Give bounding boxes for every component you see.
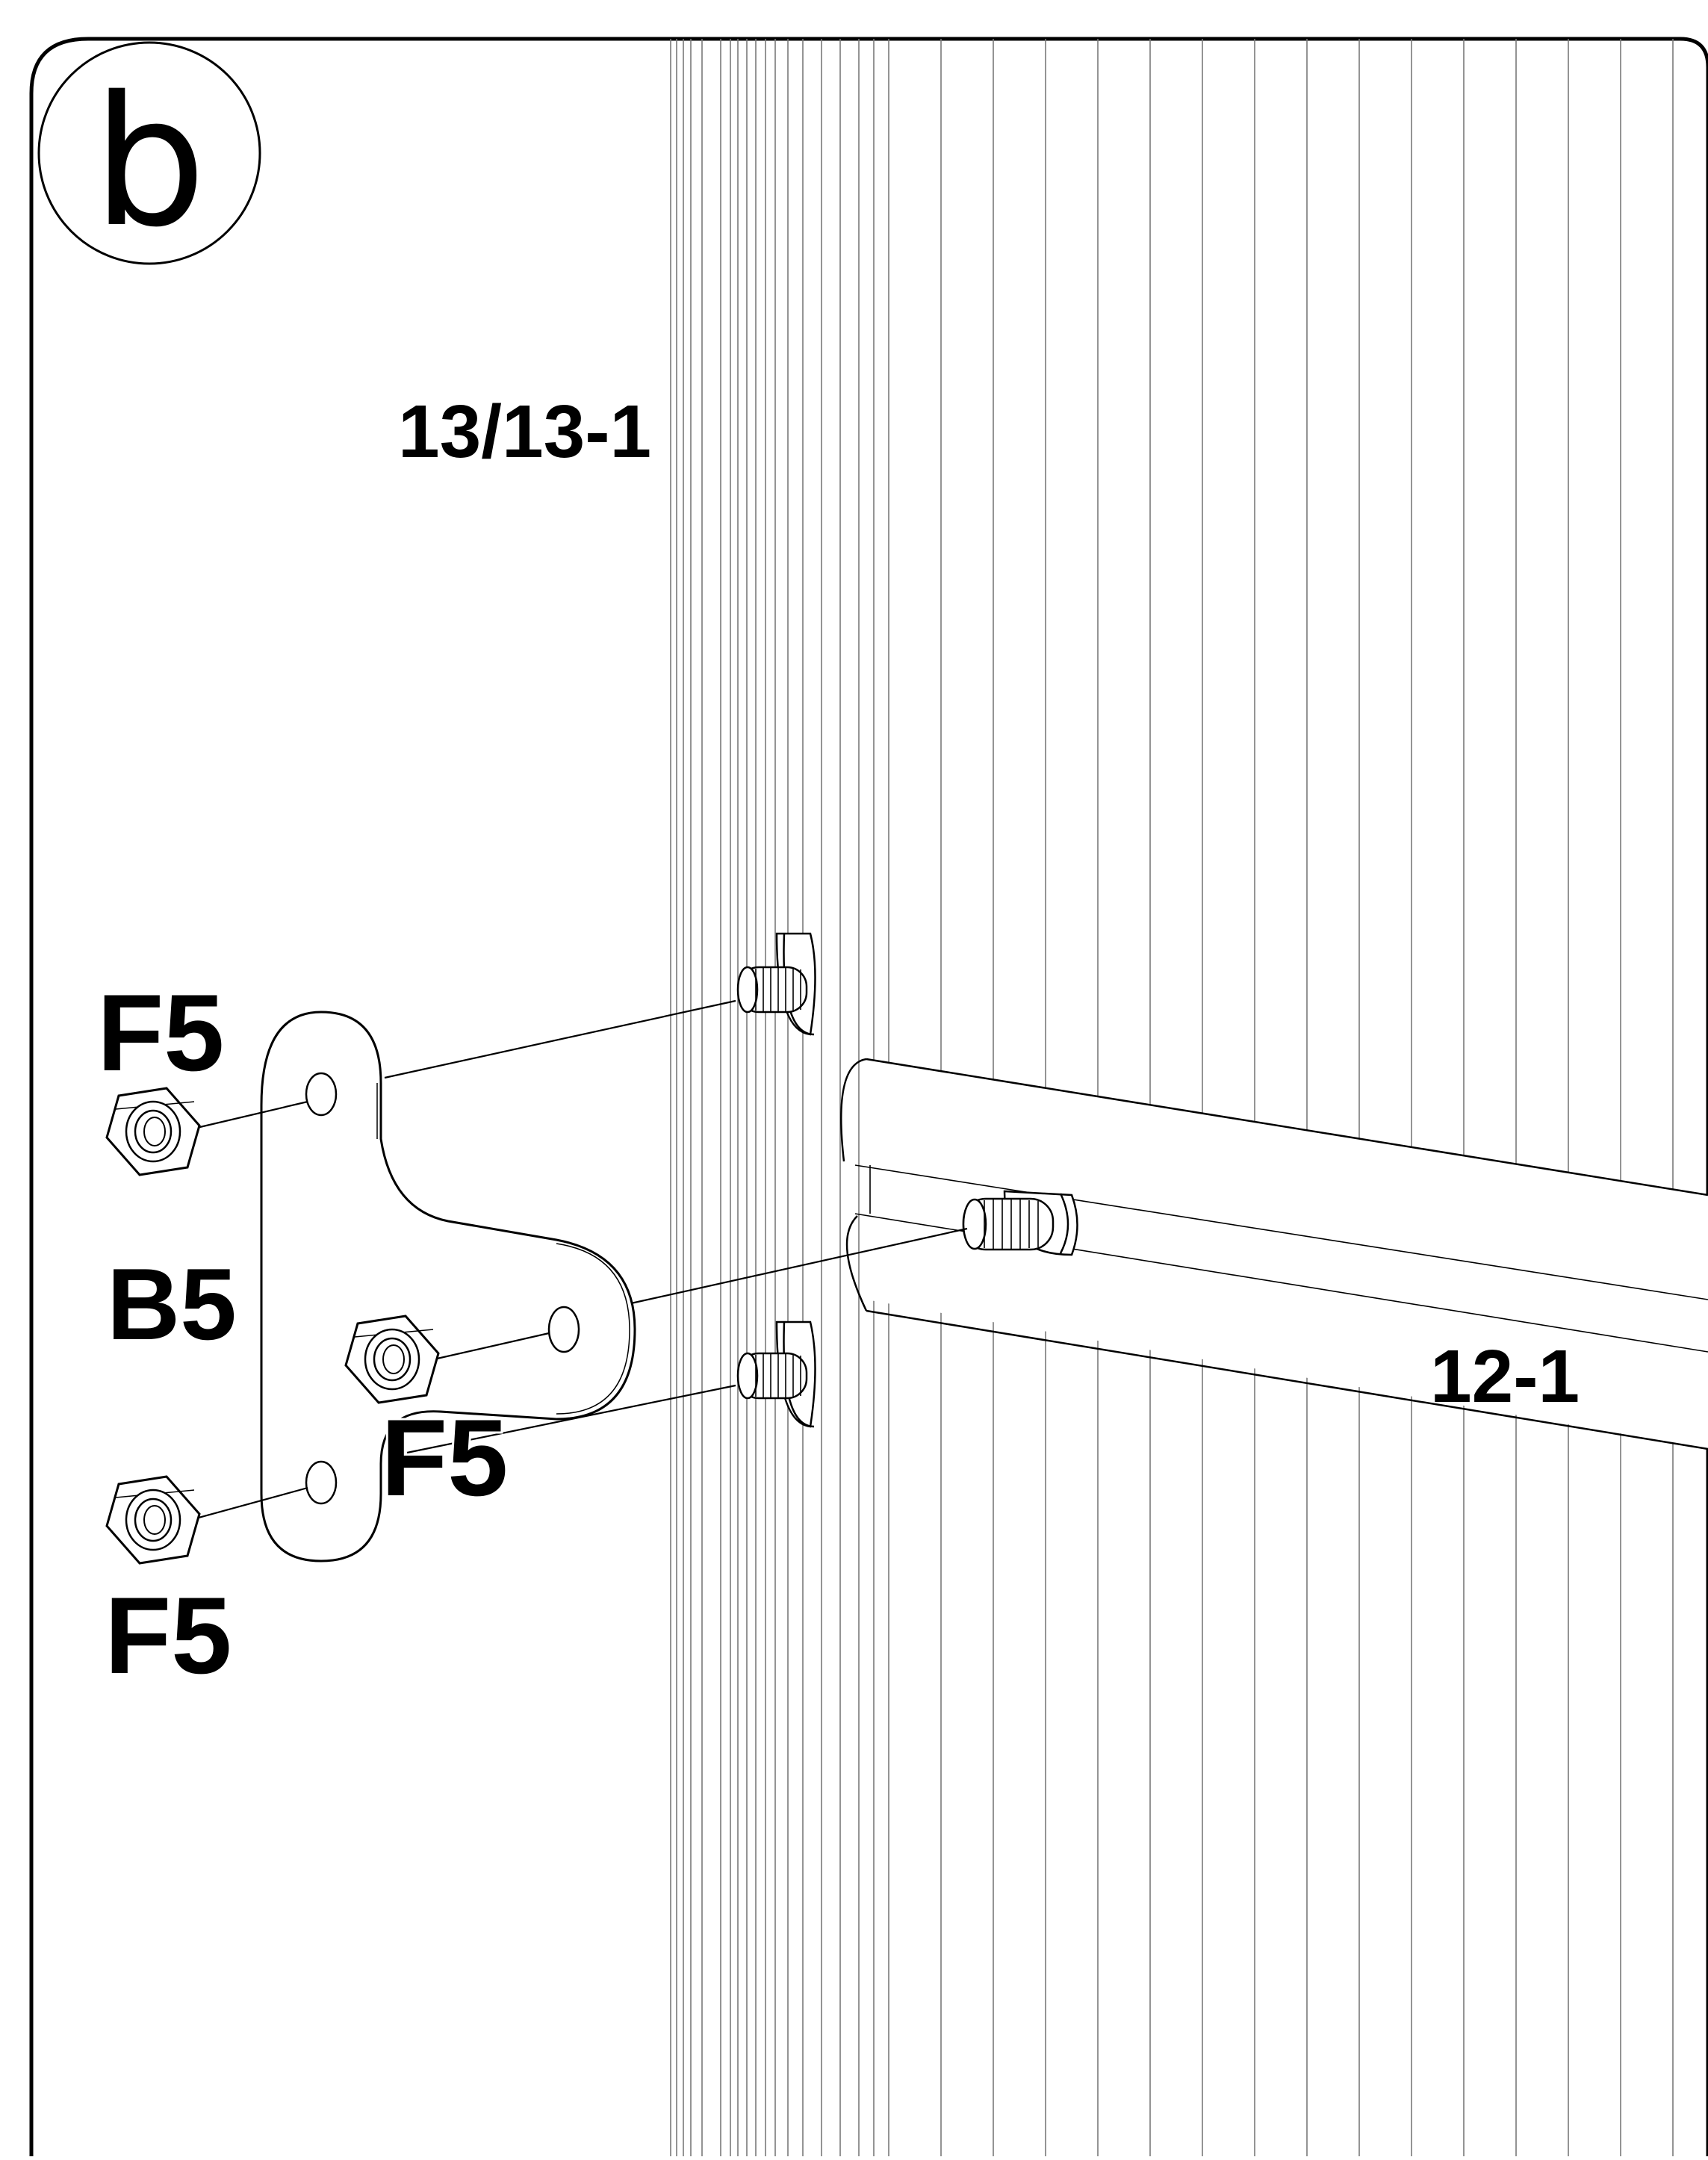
step-letter: b (93, 58, 206, 267)
label-panel-part: 13/13-1 (398, 390, 651, 474)
stud-top (736, 932, 816, 1036)
hex-nut-top (105, 1087, 201, 1176)
bracket-hole-middle (547, 1306, 580, 1353)
panel-lines (670, 39, 1674, 2156)
horizontal-rail (840, 1058, 1708, 1450)
hex-nut-middle (344, 1315, 440, 1404)
label-rail-part: 12-1 (1430, 1335, 1580, 1418)
label-bracket: B5 (107, 1247, 237, 1361)
label-nut-top: F5 (97, 972, 224, 1093)
bracket-hole-bottom (305, 1460, 338, 1505)
alignment-lines (190, 999, 968, 1521)
stud-bottom (736, 1320, 816, 1428)
bracket-hole-top (305, 1072, 338, 1117)
stud-rail (962, 1190, 1078, 1256)
step-marker: b (37, 41, 261, 267)
hex-nut-bottom (105, 1475, 201, 1565)
label-nut-middle: F5 (381, 1397, 508, 1518)
label-nut-bottom: F5 (105, 1574, 232, 1696)
bracket-plate (260, 1011, 636, 1562)
diagram-frame (29, 37, 1708, 2156)
